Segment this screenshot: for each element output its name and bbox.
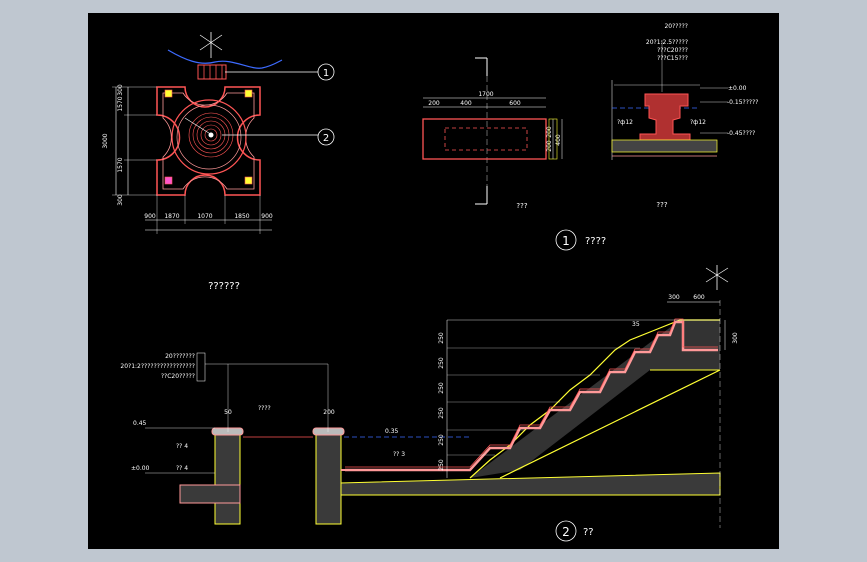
detail1-dim-top-1: 200 [428,100,440,107]
section2-slope-label: ?? 3 [393,451,405,458]
detail1-section-caption: ??? [656,201,667,209]
section2-note-1: 20?1:2????????????????? [120,363,195,370]
detail1-level-0: ±0.00 [728,85,747,92]
detail1-dim-right-1: 200 [546,126,553,138]
plan-dim-bottom-2: 1070 [197,213,212,220]
detail1-tag-1: ?ф12 [690,119,706,126]
detail1-plan: 1700 200 400 600 400 200 200 ??? [422,57,563,210]
detail1-plan-caption: ??? [516,202,527,210]
detail1-dim-top-3: 600 [509,100,521,107]
section2-dim-col-1: 250 [438,357,445,369]
section2-stair-label: ?? 4 [176,443,188,450]
detail1-note-3: ???C15??? [657,55,688,62]
section2-dim-tr-0: 300 [668,294,680,301]
section2-level-left: 0.45 [133,420,147,427]
plan-dim-left-2: 3000 [102,133,109,148]
section2-dim-col-4: 250 [438,434,445,446]
plan-dim-left-1: 1570 [117,96,124,111]
section2-dim-tr-1: 600 [693,294,705,301]
detail1-dim-right-0: 400 [555,134,562,146]
section2-dim-left: 50 [224,409,232,416]
detail1-note-0: 20????? [664,23,688,30]
plan-dim-left-4: 300 [117,194,124,206]
detail1-note-1: 20?1:2.5????? [646,39,688,46]
detail1-dim-right-2: 200 [546,140,553,152]
section2-dim-col-2: 250 [438,382,445,394]
detail1-tag-0: ?ф12 [617,119,633,126]
section2-title: ?? [583,527,594,538]
section2-stair-label2: ?? 4 [176,465,188,472]
section2-level-left2: ±0.00 [131,465,150,472]
plan-dim-left-3: 1570 [117,157,124,172]
detail1-number: 1 [562,234,570,248]
section2-dim-col-5: 250 [438,459,445,471]
plan-axis-2: 2 [323,133,329,144]
plan-dim-bottom-4: 900 [261,213,273,220]
plan-axis-1: 1 [323,68,329,79]
section2-dim-right: 300 [732,332,739,344]
plan-dim-left-0: 300 [117,84,124,96]
section2-dim-col-0: 250 [438,332,445,344]
section2-note-0: 20??????? [165,353,195,360]
section2-note-2: ??C20????? [161,373,195,380]
plan-dim-bottom-3: 1850 [234,213,249,220]
section2-dim-mid: 200 [323,409,335,416]
detail1-dim-top-2: 400 [460,100,472,107]
detail1-level-1: -0.15????? [727,99,758,106]
plan-dim-bottom-1: 1870 [164,213,179,220]
detail1-note-2: ???C20??? [657,47,688,54]
detail1-title: ???? [585,236,606,247]
section2-gap-label: ???? [258,405,271,412]
section2-number: 2 [562,525,570,539]
section2-dim-col-3: 250 [438,407,445,419]
plan-dim-bottom-0: 900 [144,213,156,220]
detail1-section: ?ф12 ?ф12 ±0.00 -0.15????? -0.45???? 20?… [555,23,758,251]
detail1-dim-top-0: 1700 [478,91,493,98]
plan-title: ?????? [208,281,240,292]
detail1-level-2: -0.45???? [727,130,755,137]
section-2: 0.35 ???? ?? 3 ?? 4 ?? 4 0.45 ±0.00 20??… [120,265,739,542]
section2-water-level: 0.35 [385,428,399,435]
section2-angle: 35 [632,321,640,328]
fountain-plan: 1 2 3000 1570 1570 300 300 900 1870 1070… [102,32,335,292]
